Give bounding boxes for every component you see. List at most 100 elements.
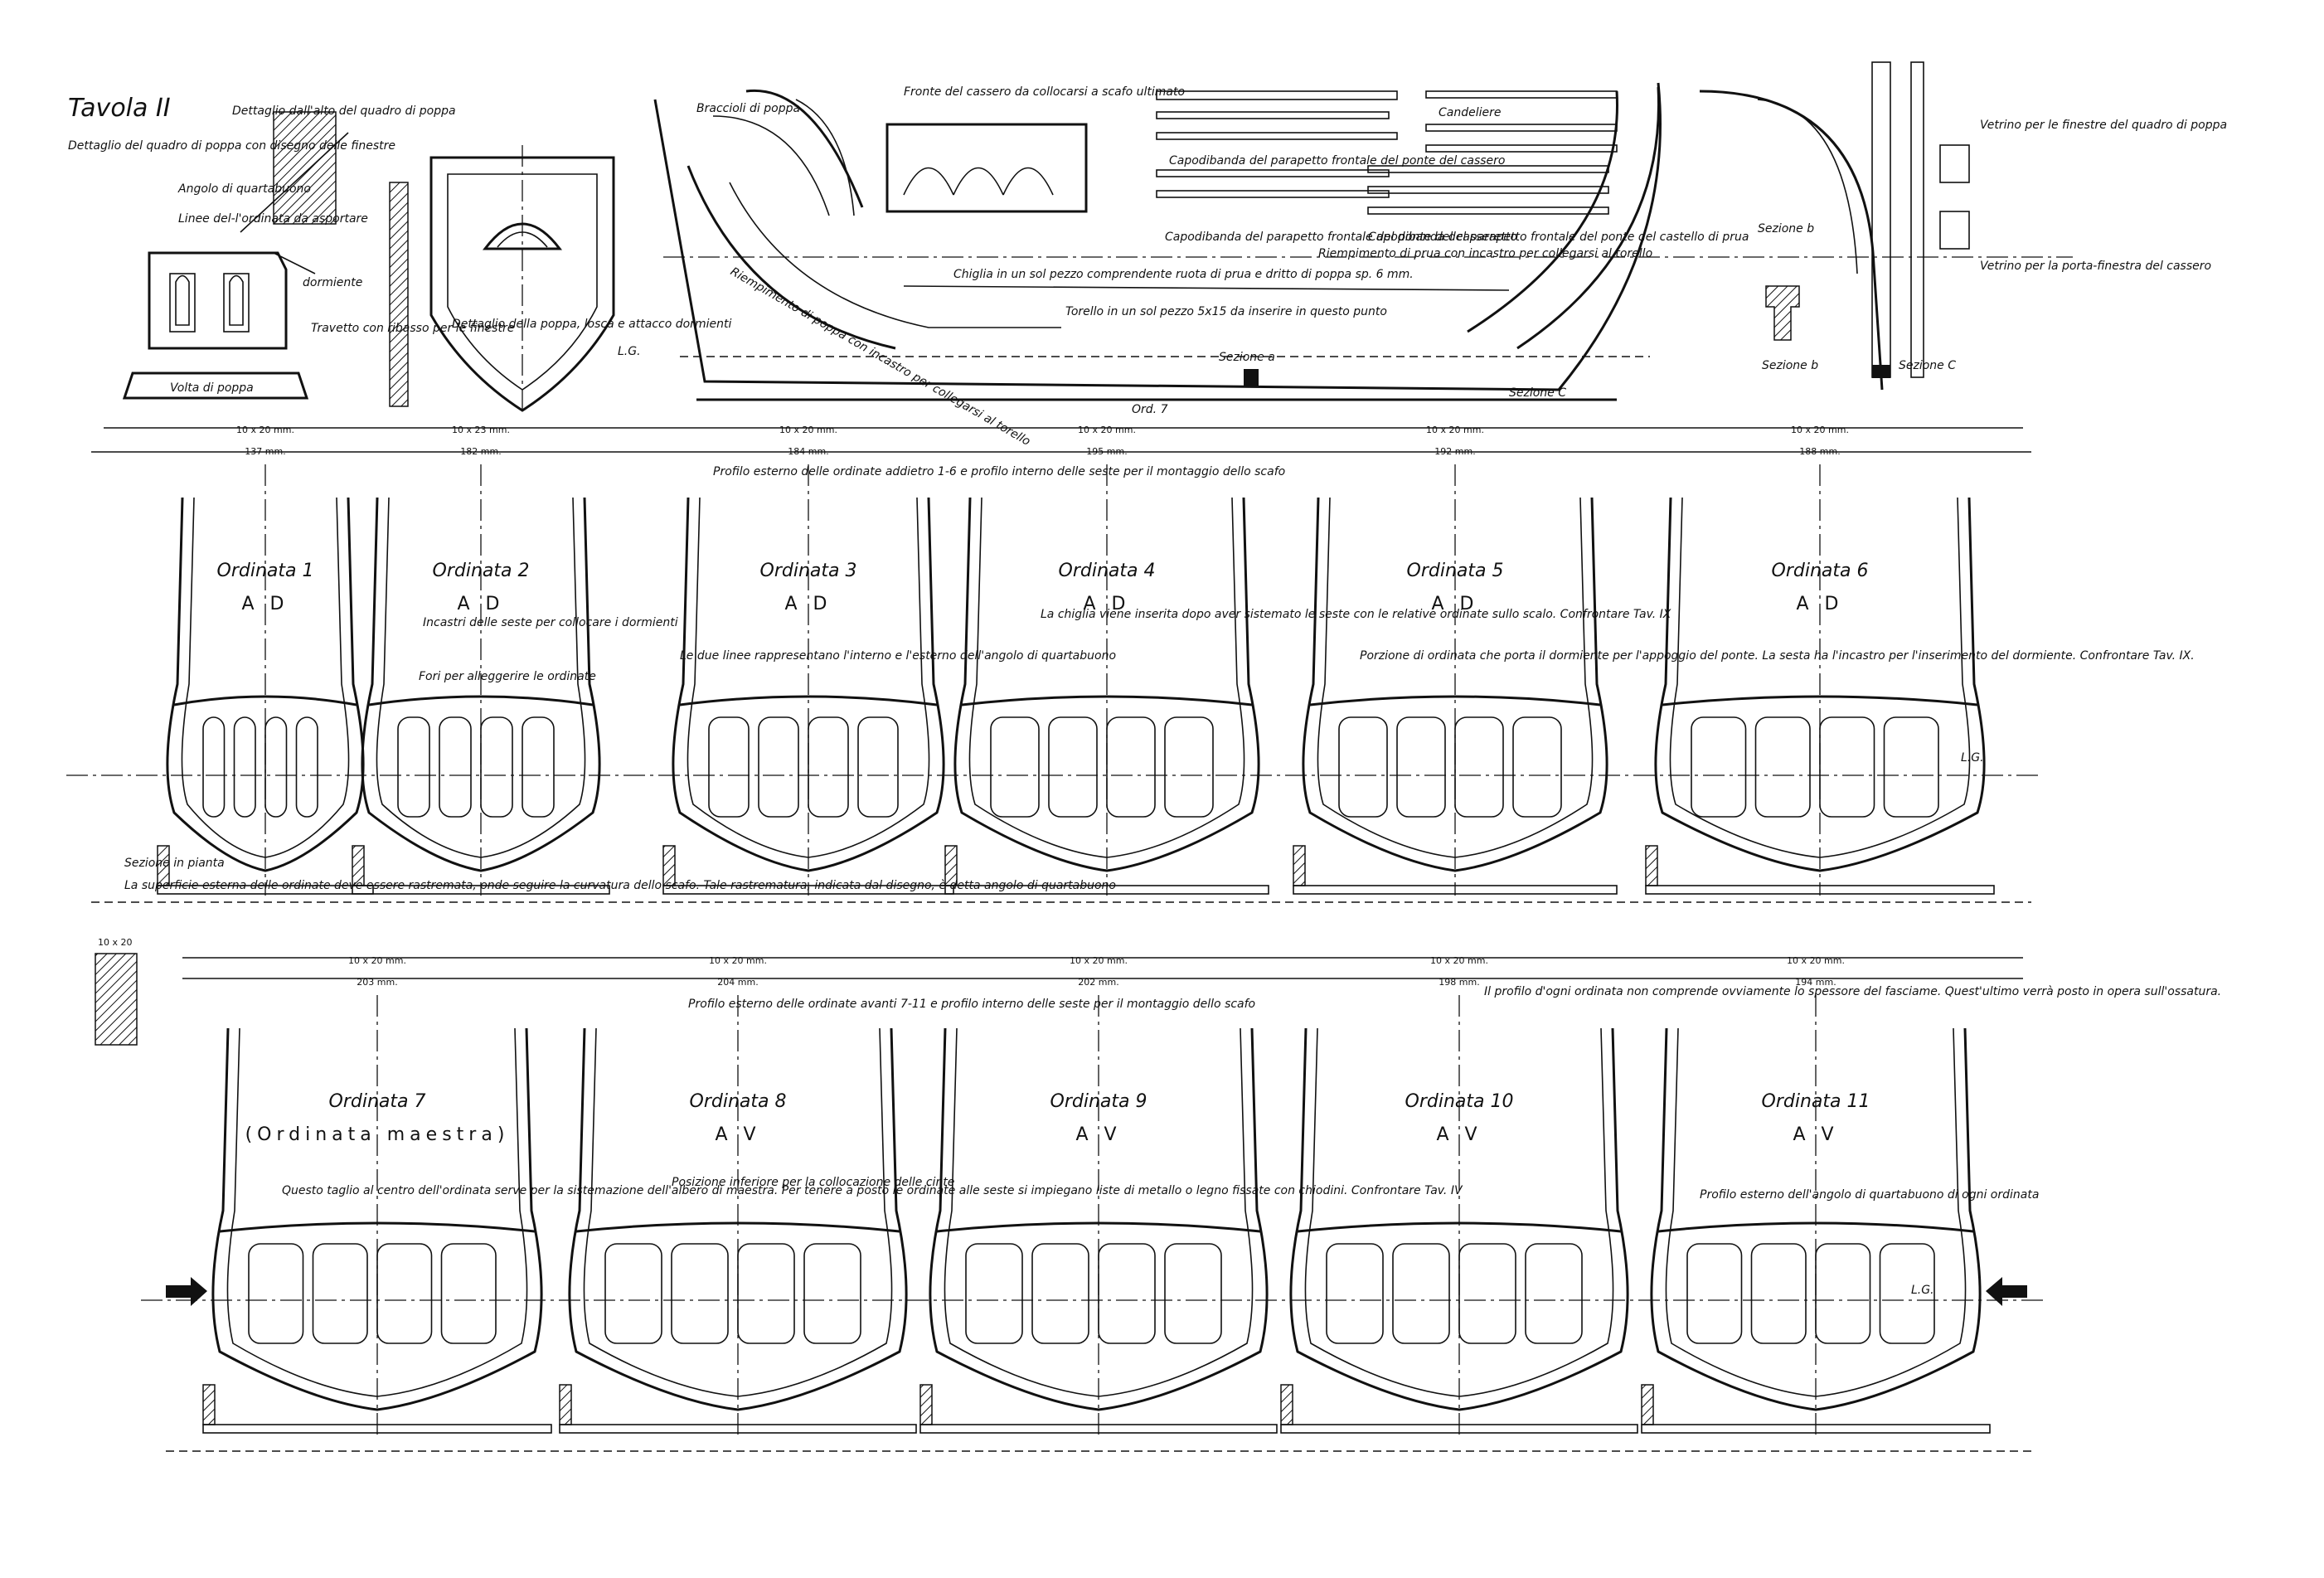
note-lg-row1: L.G. [1961,751,1984,765]
lightening-hole [1879,1243,1935,1344]
lightening-hole [1048,716,1098,818]
note-sezione-a: Sezione a [1219,351,1275,364]
sheet-title: Tavola II [68,94,171,123]
frame-foot-hatch [662,845,676,886]
frame-row2-5: Ordinata 11A V10 x 20 mm.194 mm. [1641,955,1991,1435]
note-no-planking: Il profilo d'ogni ordinata non comprende… [1484,985,2221,998]
frame-outer-profile [211,1027,543,1411]
note-capodibanda-cassero: Capodibanda del parapetto frontale del p… [1169,154,1505,168]
frame-section-dim: 10 x 23 mm. [452,425,510,435]
lightening-hole [803,1243,861,1344]
deck-beam [1662,695,1978,706]
lightening-hole [604,1243,662,1344]
frame-foot-hatch [1293,845,1306,886]
frame-section-dim: 10 x 20 mm. [348,955,406,966]
frame-base [352,885,610,895]
lightening-hole [202,716,226,818]
frame-title: Ordinata 10 [1405,1091,1514,1112]
frame-row2-1: Ordinata 7(Ordinata maestra)10 x 20 mm.2… [202,955,552,1435]
note-sockets: Incastri delle seste per collocare i dor… [423,616,678,629]
row2-frames: Ordinata 7(Ordinata maestra)10 x 20 mm.2… [95,937,2221,1452]
note-stern-windows: Vetrino per le finestre del quadro di po… [1980,119,2227,132]
lightening-hole [376,1243,433,1344]
note-stern-vault: Volta di poppa [170,381,254,395]
frame-foot-hatch [919,1384,933,1425]
note-outer-profile: Profilo esterno dell'angolo di quartabuo… [1700,1188,2039,1202]
lightening-hole [522,716,555,818]
lightening-hole [1750,1243,1807,1344]
frame-outer-profile [929,1027,1269,1411]
frame-width-dim: 184 mm. [788,446,828,457]
frame-foot-hatch [559,1384,572,1425]
frame-title: Ordinata 2 [433,561,530,581]
lightening-hole [1106,716,1156,818]
top-strip: Tavola II Dettaglio dall'alto del quadro… [68,61,2227,449]
frame-base [157,885,374,895]
frame-width-dim: 188 mm. [1799,446,1840,457]
frame-title: Ordinata 4 [1059,561,1156,581]
note-window-beam: Travetto con ribasso per le finestre [311,322,514,335]
note-profile-fwd: Profilo esterno delle ordinate avanti 7-… [688,998,1255,1011]
frame-section-dim: 10 x 20 mm. [236,425,294,435]
lightening-hole [1164,1243,1222,1344]
lightening-hole [1883,716,1939,818]
frame-row2-4: Ordinata 10 A V 10 x 20 mm. 198 mm. [1280,955,1638,1435]
lightening-hole [737,1243,795,1344]
frame-section-dim: 10 x 20 mm. [1791,425,1849,435]
deck-beam [679,695,938,706]
frame-section-dim: 10 x 20 mm. [1787,955,1845,966]
frame-width-dim: 195 mm. [1086,446,1127,457]
stern-top-detail: Dettaglio dall'alto del quadro di poppa … [68,104,456,233]
note-capodibanda-casseretto: Capodibanda del parapetto frontale del p… [1165,231,1517,244]
frame-base [662,885,954,895]
row2-dimensions [95,953,2048,1452]
row2-frame-holder: Ordinata 7(Ordinata maestra)10 x 20 mm.2… [202,955,1991,1435]
lightening-hole [965,1243,1023,1344]
frame-width-dim: 192 mm. [1434,446,1475,457]
note-sezione-c-keel: Sezione C [1509,386,1566,400]
frame-base [1641,1424,1991,1434]
frame-width-dim: 194 mm. [1795,977,1836,988]
lightening-hole [1326,1243,1384,1344]
frame-row1-4: Ordinata 4A D10 x 20 mm.195 mm. [944,425,1269,896]
frame-foot-hatch [1280,1384,1293,1425]
note-sezione-c: Sezione C [1899,359,1956,372]
frame-outer-profile [1302,497,1608,872]
frame-code: A D [785,594,832,614]
frame-foot-hatch [1641,1384,1654,1425]
row1-frames: Ordinata 1A D10 x 20 mm.137 mm.Ordinata … [66,425,2195,903]
lightening-hole [1525,1243,1583,1344]
deck-beam [961,695,1253,706]
frame-base [559,1424,917,1434]
lightening-hole [1458,1243,1516,1344]
frame-code: A V [1436,1124,1482,1145]
deck-beam [173,695,357,706]
stern-window-box: dormiente Travetto con ribasso per le fi… [122,251,514,400]
lightening-hole [440,1243,497,1344]
frame-width-dim: 182 mm. [460,446,501,457]
note-keel-inserted: La chiglia viene inserita dopo aver sist… [1041,608,1671,621]
frame-row1-5: Ordinata 5A D10 x 20 mm.192 mm. [1293,425,1618,896]
frame-section-dim: 10 x 20 mm. [1430,955,1488,966]
note-plan-section: Sezione in pianta [124,857,225,870]
frame-section-dim: 10 x 20 mm. [1070,955,1128,966]
frame-width-dim: 198 mm. [1439,977,1479,988]
frame-title: Ordinata 8 [690,1091,787,1112]
row1-frame-holder: Ordinata 1A D10 x 20 mm.137 mm.Ordinata … [157,425,1995,896]
frame-row1-3: Ordinata 3A D10 x 20 mm.184 mm. [662,425,954,896]
frame-title: Ordinata 5 [1407,561,1504,581]
frame-base [919,1424,1278,1434]
keel-profile: Braccioli di poppa Riempimento di poppa … [653,82,2073,449]
frame-title: Ordinata 1 [217,561,314,581]
note-bow-fill: Riempimento di prua con incastro per col… [1318,247,1652,260]
frame-title: Ordinata 11 [1762,1091,1870,1112]
note-brackets: Braccioli di poppa [696,102,800,115]
frame-code: A V [715,1124,760,1145]
note-torello: Torello in un sol pezzo 5x15 da inserire… [1065,305,1387,318]
note-sezione-b-2: Sezione b [1762,359,1818,372]
frame-width-dim: 202 mm. [1078,977,1118,988]
note-quarter-angle: Angolo di quartabuono [177,182,311,196]
rails-group: Candeliere Capodibanda del parapetto fro… [1156,90,1749,244]
